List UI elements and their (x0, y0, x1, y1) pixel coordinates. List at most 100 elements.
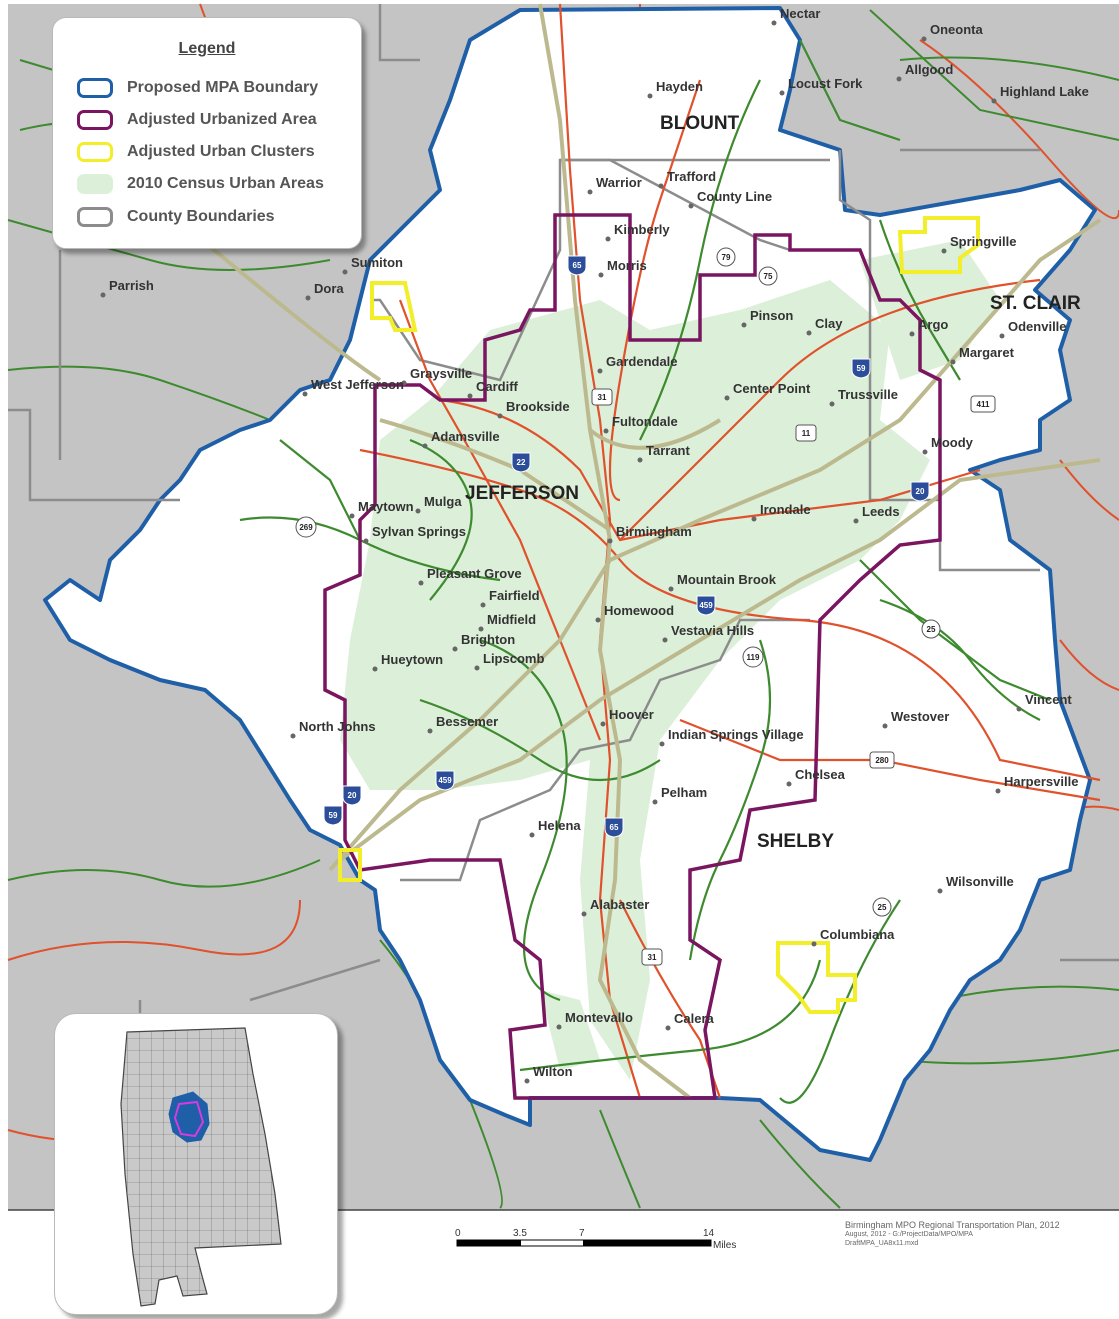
city-label: Springville (950, 234, 1016, 249)
legend: Legend Proposed MPA Boundary Adjusted Ur… (52, 17, 362, 249)
scale-tick-label: 7 (579, 1228, 585, 1239)
city-label: Indian Springs Village (668, 727, 804, 742)
city-dot-icon (372, 666, 378, 672)
city-label: Locust Fork (788, 76, 863, 91)
city-label: Westover (891, 709, 949, 724)
city-label: Margaret (959, 345, 1015, 360)
legend-label: 2010 Census Urban Areas (127, 175, 324, 192)
city-label: Chelsea (795, 767, 846, 782)
city-dot-icon (529, 832, 535, 838)
shield-label: 22 (517, 458, 526, 467)
city-label: Brighton (461, 632, 515, 647)
city-dot-icon (497, 413, 503, 419)
city-dot-icon (605, 236, 611, 242)
city-dot-icon (922, 449, 928, 455)
city-dot-icon (806, 330, 812, 336)
city-dot-icon (342, 269, 348, 275)
census-swatch-icon (77, 174, 113, 194)
city-label: Montevallo (565, 1010, 633, 1025)
shield-label: 75 (764, 272, 773, 281)
city-dot-icon (600, 721, 606, 727)
city-dot-icon (950, 359, 956, 365)
city-label: Alabaster (590, 897, 649, 912)
city-label: Hoover (609, 707, 654, 722)
city-label: Moody (931, 435, 974, 450)
urbanized-swatch-icon (77, 110, 113, 130)
city-label: Columbiana (820, 927, 895, 942)
shield-label: 79 (722, 253, 731, 262)
shield-label: 25 (927, 625, 936, 634)
shield-label: 459 (699, 601, 713, 610)
city-label: Mulga (424, 494, 462, 509)
urbanized-area-boundary (323, 213, 942, 1100)
city-label: Morris (607, 258, 647, 273)
city-dot-icon (598, 272, 604, 278)
city-dot-icon (724, 395, 730, 401)
city-dot-icon (427, 728, 433, 734)
city-dot-icon (751, 516, 757, 522)
city-label: Argo (918, 317, 948, 332)
city-label: Dora (314, 281, 344, 296)
city-label: Birmingham (616, 524, 692, 539)
legend-label: Proposed MPA Boundary (127, 79, 319, 96)
shield-label: 59 (329, 811, 338, 820)
city-dot-icon (480, 602, 486, 608)
city-dot-icon (290, 733, 296, 739)
city-dot-icon (647, 93, 653, 99)
city-label: Adamsville (431, 429, 500, 444)
city-dot-icon (688, 203, 694, 209)
city-label: Sumiton (351, 255, 403, 270)
city-dot-icon (415, 508, 421, 514)
city-dot-icon (305, 295, 311, 301)
shield-label: 31 (648, 953, 657, 962)
shield-label: 20 (348, 791, 357, 800)
county-labels: BLOUNT JEFFERSON ST. CLAIR SHELBY (465, 113, 1081, 852)
city-dot-icon (363, 538, 369, 544)
city-dot-icon (401, 380, 407, 386)
legend-label: Adjusted Urban Clusters (127, 143, 315, 160)
city-label: Parrish (109, 278, 154, 293)
city-dot-icon (1016, 706, 1022, 712)
city-label: North Johns (299, 719, 376, 734)
inset-map (54, 1013, 338, 1315)
city-dot-icon (662, 637, 668, 643)
city-dot-icon (607, 538, 613, 544)
city-dot-icon (811, 941, 817, 947)
shield-label: 119 (747, 653, 760, 662)
alabama-state-icon (120, 1027, 282, 1307)
city-dot-icon (941, 248, 947, 254)
shield-label: 25 (878, 903, 887, 912)
city-label: Pleasant Grove (427, 566, 522, 581)
legend-item-clusters: Adjusted Urban Clusters (77, 140, 315, 164)
city-dot-icon (882, 723, 888, 729)
city-label: Midfield (487, 612, 536, 627)
city-label: Maytown (358, 499, 414, 514)
city-dot-icon (652, 799, 658, 805)
city-label: Mountain Brook (677, 572, 777, 587)
interstates (188, 3, 1102, 1100)
city-label: Odenville (1008, 319, 1067, 334)
city-dot-icon (829, 401, 835, 407)
city-label: Pelham (661, 785, 707, 800)
city-label: Vincent (1025, 692, 1072, 707)
interstate-shields: 65 59 22 20 459 20 59 459 65 (323, 255, 930, 838)
city-label: Allgood (905, 62, 953, 77)
city-label: Helena (538, 818, 581, 833)
city-label: Bessemer (436, 714, 498, 729)
mpa-swatch-icon (77, 78, 113, 98)
city-label: Leeds (862, 504, 900, 519)
city-label: West Jefferson (311, 377, 404, 392)
city-dot-icon (556, 1024, 562, 1030)
shield-label: 31 (598, 393, 607, 402)
credits-line: DraftMPA_UA8x11.mxd (845, 1240, 919, 1247)
city-dot-icon (524, 1078, 530, 1084)
city-label: Sylvan Springs (372, 524, 466, 539)
city-dot-icon (668, 586, 674, 592)
city-label: Warrior (596, 175, 642, 190)
city-label: Fultondale (612, 414, 678, 429)
city-label: Vestavia Hills (671, 623, 754, 638)
city-dot-icon (779, 90, 785, 96)
legend-title: Legend (178, 40, 236, 57)
